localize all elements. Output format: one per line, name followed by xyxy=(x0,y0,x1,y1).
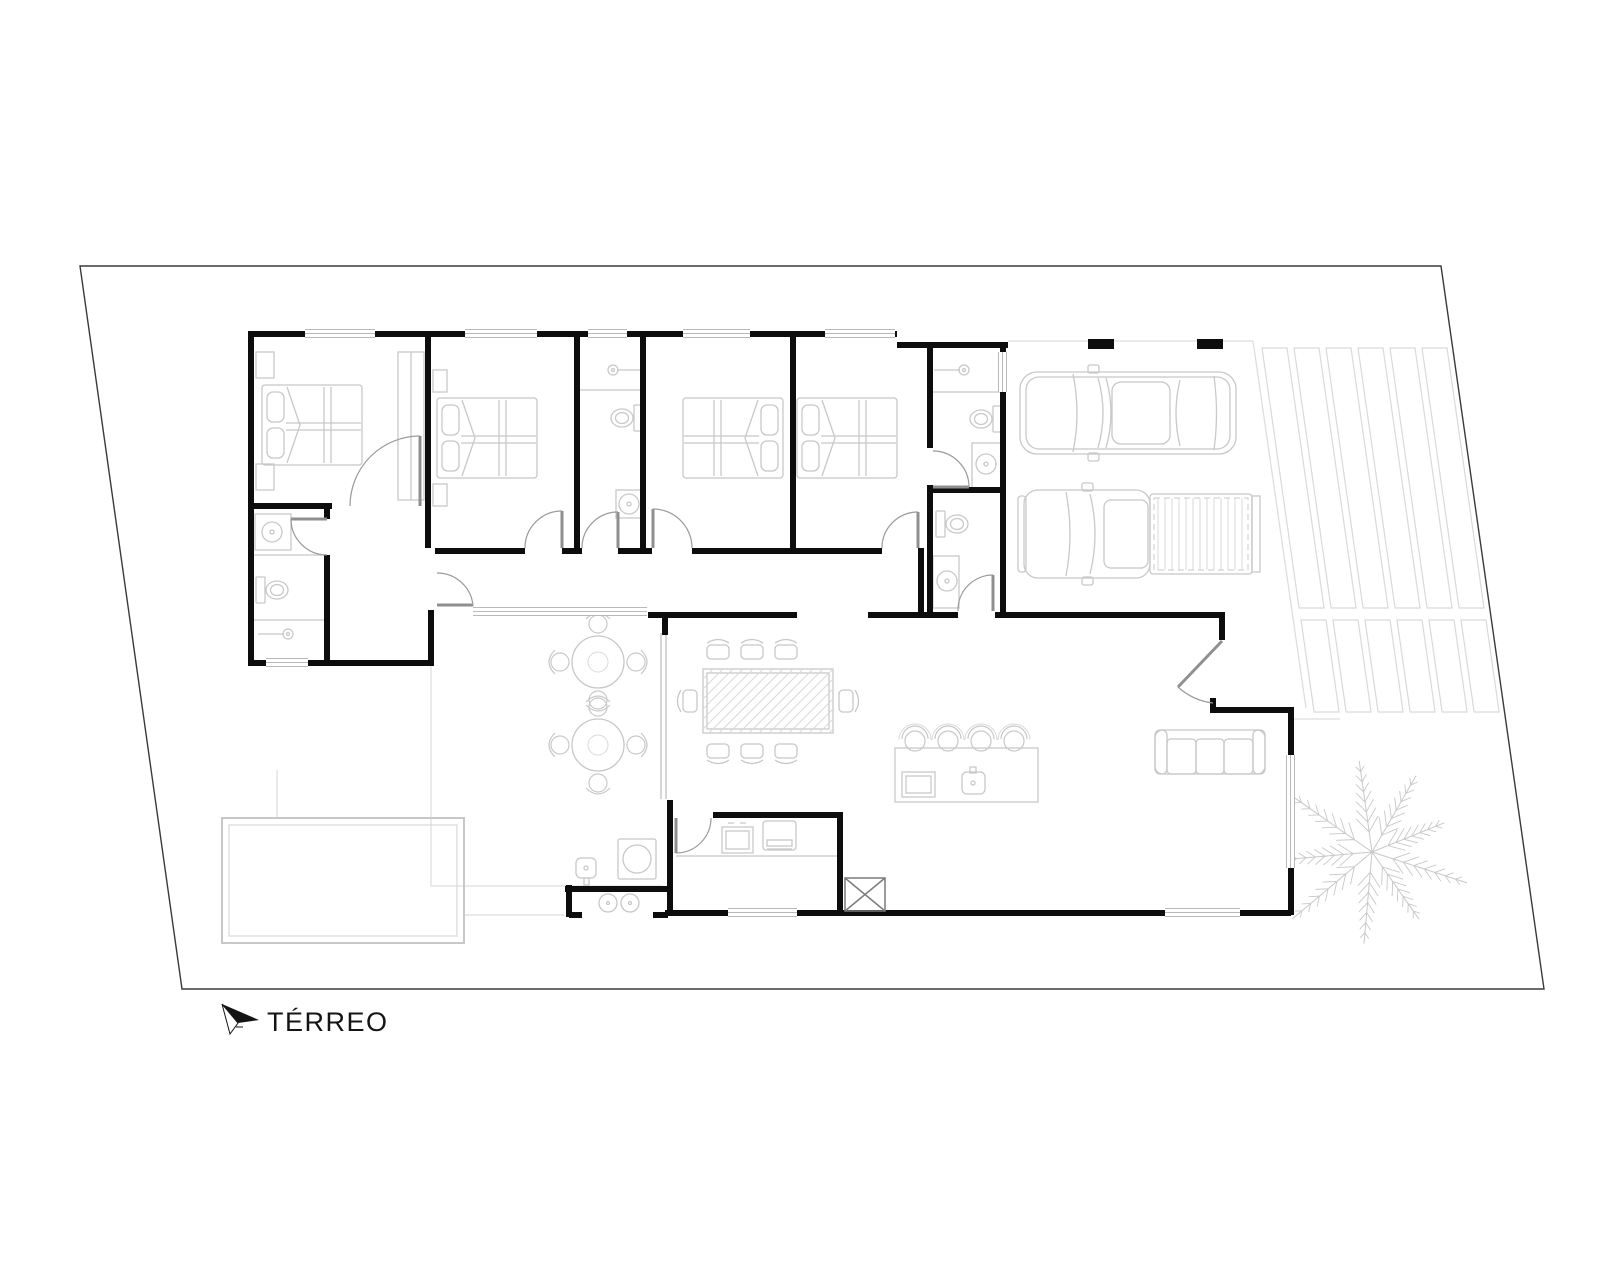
shaft-box xyxy=(844,877,886,912)
door-bathroom-lower xyxy=(957,574,995,612)
door-bedroom-4 xyxy=(881,511,920,549)
windows xyxy=(266,329,1295,917)
door-bathroom-left xyxy=(290,517,328,556)
sofa xyxy=(1154,729,1266,775)
floor-label: TÉRREO xyxy=(267,1007,389,1037)
door-bathroom-middle xyxy=(581,511,620,549)
washing-machine xyxy=(617,838,657,880)
bed-bedroom-3 xyxy=(682,397,784,479)
door-ensuite xyxy=(932,450,970,489)
island-stools xyxy=(898,723,1031,752)
patio-tables xyxy=(548,612,648,795)
north-arrow-icon xyxy=(221,1003,259,1036)
dining-chairs xyxy=(676,638,860,765)
pool xyxy=(221,817,465,944)
door-bedroom-2 xyxy=(524,510,564,549)
driveway-paving-strips xyxy=(1261,347,1500,713)
title-block: TÉRREO xyxy=(221,1003,389,1037)
bathroom-middle-fixtures xyxy=(577,364,644,519)
laundry-sink xyxy=(575,857,597,886)
vehicles xyxy=(1017,364,1261,586)
bed-bedroom-4 xyxy=(796,397,898,479)
wardrobe xyxy=(397,351,425,501)
car-pickup-truck xyxy=(1017,482,1261,586)
door-main-entrance xyxy=(1176,639,1224,704)
bed-bedroom-2 xyxy=(436,397,538,479)
door-kitchen xyxy=(674,817,712,854)
stove xyxy=(721,822,754,854)
refrigerator xyxy=(762,820,797,851)
kitchen-island xyxy=(894,747,1039,803)
door-bedroom-1 xyxy=(349,435,422,507)
carport-pillar xyxy=(1197,339,1223,349)
walls xyxy=(248,331,1294,918)
laundry-tubs xyxy=(598,893,640,913)
nightstands xyxy=(255,351,448,507)
bathroom-ensuite-fixtures xyxy=(930,364,1004,489)
bathroom-left-fixtures xyxy=(251,513,327,640)
tree xyxy=(1286,760,1468,944)
door-bedroom-3 xyxy=(651,508,693,549)
dining-table xyxy=(702,668,834,734)
doors xyxy=(290,435,1224,854)
site-boundary xyxy=(79,265,1545,990)
bed-bedroom-1 xyxy=(261,384,363,466)
carport-pillar xyxy=(1088,339,1114,349)
car-sedan xyxy=(1019,364,1237,462)
bathroom-lower-fixtures xyxy=(932,510,969,609)
glass-partition xyxy=(660,633,667,799)
furniture-layer xyxy=(251,351,1266,913)
door-patio xyxy=(436,572,474,607)
